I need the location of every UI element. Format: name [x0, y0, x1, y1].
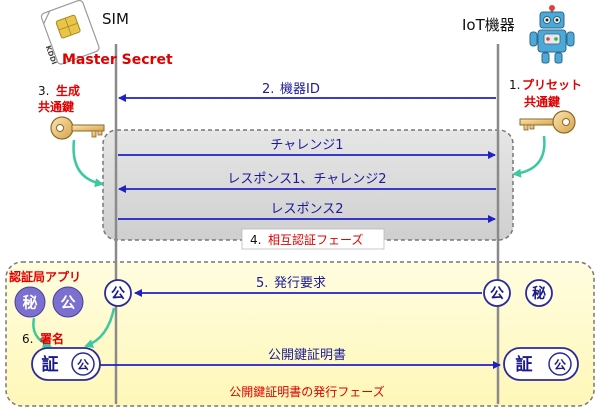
step3-line1: 生成: [56, 83, 80, 98]
sim-public-key-glyph: 公: [111, 286, 125, 302]
step6-number: 6.: [22, 332, 33, 346]
generated-key-icon: [50, 116, 105, 140]
master-secret-label: Master Secret: [62, 52, 173, 68]
key-to-sim-connector: [72, 139, 104, 188]
iot-public-key-glyph: 公: [490, 286, 504, 302]
preset-key-icon: [519, 110, 576, 134]
msg-challenge1-label: チャレンジ1: [270, 138, 343, 153]
iot-title: IoT機器: [462, 16, 515, 34]
step6-label: 署名: [39, 331, 64, 346]
iot-cert-glyph: 証: [516, 354, 533, 375]
ca-public-key-badge: 公: [52, 286, 84, 318]
sim-cert-glyph: 証: [42, 354, 59, 375]
iot-public-key-badge: 公: [483, 279, 511, 307]
step1-number: 1.: [509, 78, 520, 92]
step3-line2: 共通鍵: [38, 99, 74, 114]
msg-issue-request-label: 発行要求: [274, 276, 326, 291]
key-to-iot-connector: [512, 135, 546, 178]
iot-certificate-badge: 証 公: [503, 347, 579, 381]
msg-device-id-label: 機器ID: [280, 82, 320, 97]
msg-issue-request-num: 5.: [256, 276, 268, 291]
msg-device-id-num: 2.: [262, 82, 274, 97]
ca-secret-key-glyph: 秘: [22, 294, 37, 312]
sim-card-icon: KDDI: [40, 0, 100, 66]
cert-issue-label: 公開鍵証明書の発行フェーズ: [229, 384, 384, 399]
iot-secret-key-glyph: 秘: [532, 285, 546, 302]
iot-secret-key-badge: 秘: [525, 279, 553, 307]
mutual-auth-label-bg: [241, 228, 385, 250]
ca-secret-key-badge: 秘: [14, 286, 46, 318]
mutual-auth-num: 4.: [250, 233, 261, 247]
sim-title: SIM: [102, 10, 129, 28]
iot-cert-public-glyph: 公: [554, 358, 566, 372]
robot-icon: [529, 5, 575, 64]
msg-response1-label: レスポンス1、チャレンジ2: [227, 172, 386, 187]
msg-response2-label: レスポンス2: [270, 202, 343, 217]
cert-issue-phase-box: [5, 261, 595, 407]
sim-certificate-badge: 証 公: [31, 347, 101, 381]
ca-app-label: 認証局アプリ: [9, 269, 81, 284]
step1-line1: プリセット: [522, 77, 582, 92]
step3-number: 3.: [38, 84, 49, 98]
step1-line2: 共通鍵: [524, 94, 560, 109]
public-to-cert-connector: [84, 307, 116, 348]
sim-cert-public-glyph: 公: [77, 358, 89, 372]
mutual-auth-label: 相互認証フェーズ: [268, 232, 363, 247]
ca-to-cert-connector: [32, 317, 52, 348]
msg-public-cert-label: 公開鍵証明書: [268, 347, 346, 363]
ca-public-key-glyph: 公: [60, 294, 75, 312]
sim-public-key-badge: 公: [104, 279, 132, 307]
